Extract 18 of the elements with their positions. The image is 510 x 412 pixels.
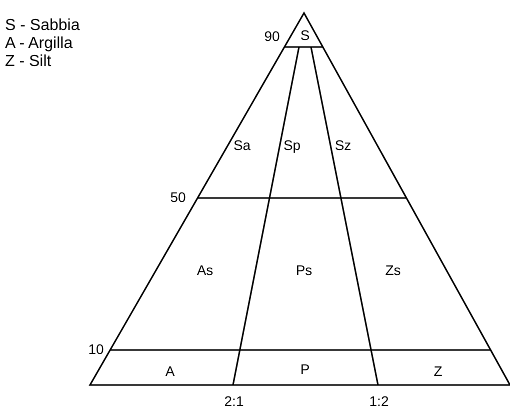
tick-label: 1:2 (368, 394, 390, 408)
tick-label: 90 (263, 29, 281, 43)
region-label: Sp (282, 138, 302, 152)
region-label: S (299, 28, 311, 42)
tick-label: 50 (169, 190, 187, 204)
region-label: Sz (334, 138, 352, 152)
region-label: Zs (384, 263, 402, 277)
region-label: Sa (232, 138, 252, 152)
region-label: A (164, 364, 176, 378)
legend-text: S - Sabbia (4, 18, 81, 34)
legend-text: A - Argilla (4, 36, 74, 52)
tick-label: 2:1 (223, 394, 245, 408)
region-label: As (196, 263, 214, 277)
region-label: Ps (294, 263, 314, 277)
region-label: Z (432, 364, 444, 378)
legend-text: Z - Silt (4, 54, 52, 70)
tick-label: 10 (87, 342, 105, 356)
region-label: P (299, 362, 311, 376)
